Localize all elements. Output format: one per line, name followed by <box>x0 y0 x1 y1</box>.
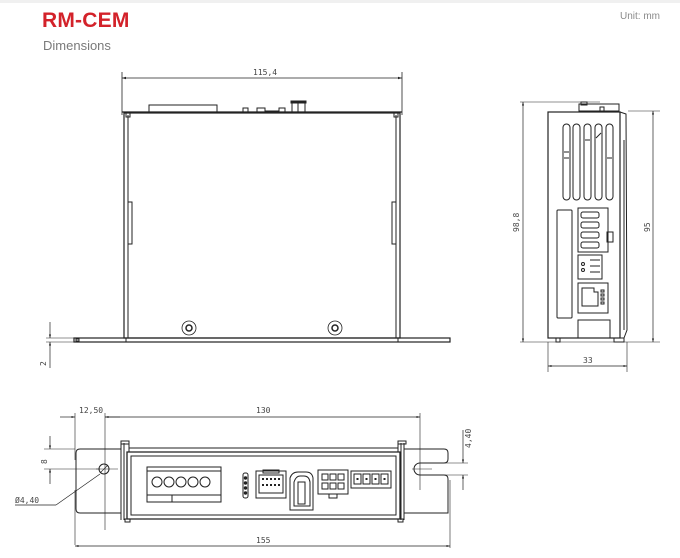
front-width-dim: 33 <box>583 356 593 365</box>
hole-diameter-dim: Ø4,40 <box>15 495 39 505</box>
bottom-view: 12,50 130 8 Ø4,40 4 <box>15 406 473 548</box>
front-view: 98,8 95 <box>512 101 660 372</box>
hole-height-dim: 8 <box>40 459 49 464</box>
slot-width-dim: 4,40 <box>464 429 473 448</box>
unit-label: Unit: mm <box>620 11 660 22</box>
product-title: RM-CEM <box>42 9 130 32</box>
hole-pitch-dim: 130 <box>256 406 271 415</box>
flange-thickness-dim: 2 <box>39 361 48 366</box>
page-subtitle: Dimensions <box>43 38 111 53</box>
overall-length-dim: 155 <box>256 536 271 545</box>
side-view: 115,4 2 <box>39 68 451 368</box>
overall-height-dim: 98,8 <box>512 213 521 232</box>
side-width-dim: 115,4 <box>253 68 277 77</box>
hole-offset-dim: 12,50 <box>79 406 103 415</box>
body-height-dim: 95 <box>643 222 652 232</box>
top-divider <box>0 0 680 3</box>
